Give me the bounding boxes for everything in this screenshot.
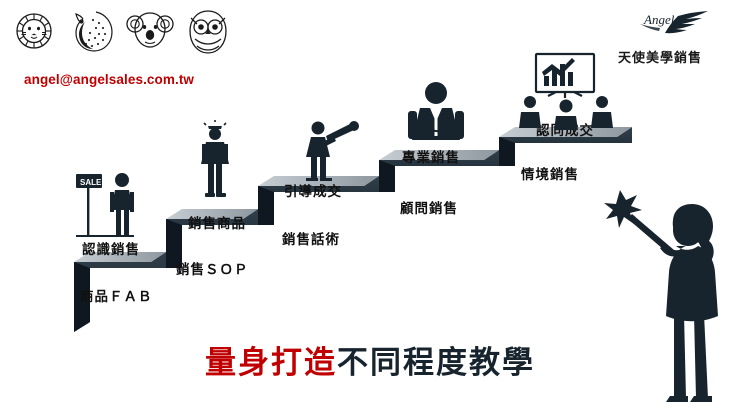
- step-2-upper-label: 銷售商品: [188, 216, 246, 231]
- step-5-lower-label: 情境銷售: [521, 167, 579, 182]
- contact-email[interactable]: angel@angelsales.com.tw: [24, 72, 195, 87]
- brand-name-en: Angel: [643, 12, 675, 27]
- step-4-lower-label: 顧問銷售: [400, 201, 458, 216]
- headline-dark-part: 不同程度教學: [337, 345, 535, 380]
- idea-lightbulb-person-icon: [201, 120, 229, 197]
- step-4-upper-label: 專業銷售: [402, 150, 460, 165]
- presentation-board-group-icon: [519, 52, 613, 130]
- telescope-person-icon: [306, 121, 359, 181]
- sale-sign-person-icon: SALE: [76, 173, 134, 237]
- animal-icon-strip: [8, 6, 234, 56]
- headline-red-part: 量身打造: [205, 345, 337, 380]
- brand-logo: Angel 天使美學銷售: [594, 8, 726, 66]
- owl-icon: [189, 10, 227, 54]
- angel-wings-icon: Angel: [640, 11, 708, 34]
- headline: 量身打造不同程度教學: [0, 337, 740, 382]
- step-1-lower-label: 商品ＦＡＢ: [80, 289, 153, 304]
- doctor-consultant-icon: [408, 82, 464, 140]
- step-2-lower-label: 銷售ＳＯＰ: [176, 262, 249, 277]
- step-3-lower-label: 銷售話術: [282, 232, 340, 247]
- brand-name-cn: 天使美學銷售: [617, 50, 702, 65]
- step-1-upper-label: 認識銷售: [82, 242, 140, 257]
- lion-icon: [16, 13, 52, 49]
- presenter-woman-icon: [604, 190, 718, 402]
- koala-icon: [126, 12, 174, 48]
- hedgehog-icon: [75, 11, 113, 52]
- step-5-upper-label: 認同成交: [536, 123, 594, 138]
- svg-text:SALE: SALE: [80, 178, 102, 187]
- step-3-upper-label: 引導成交: [284, 184, 342, 199]
